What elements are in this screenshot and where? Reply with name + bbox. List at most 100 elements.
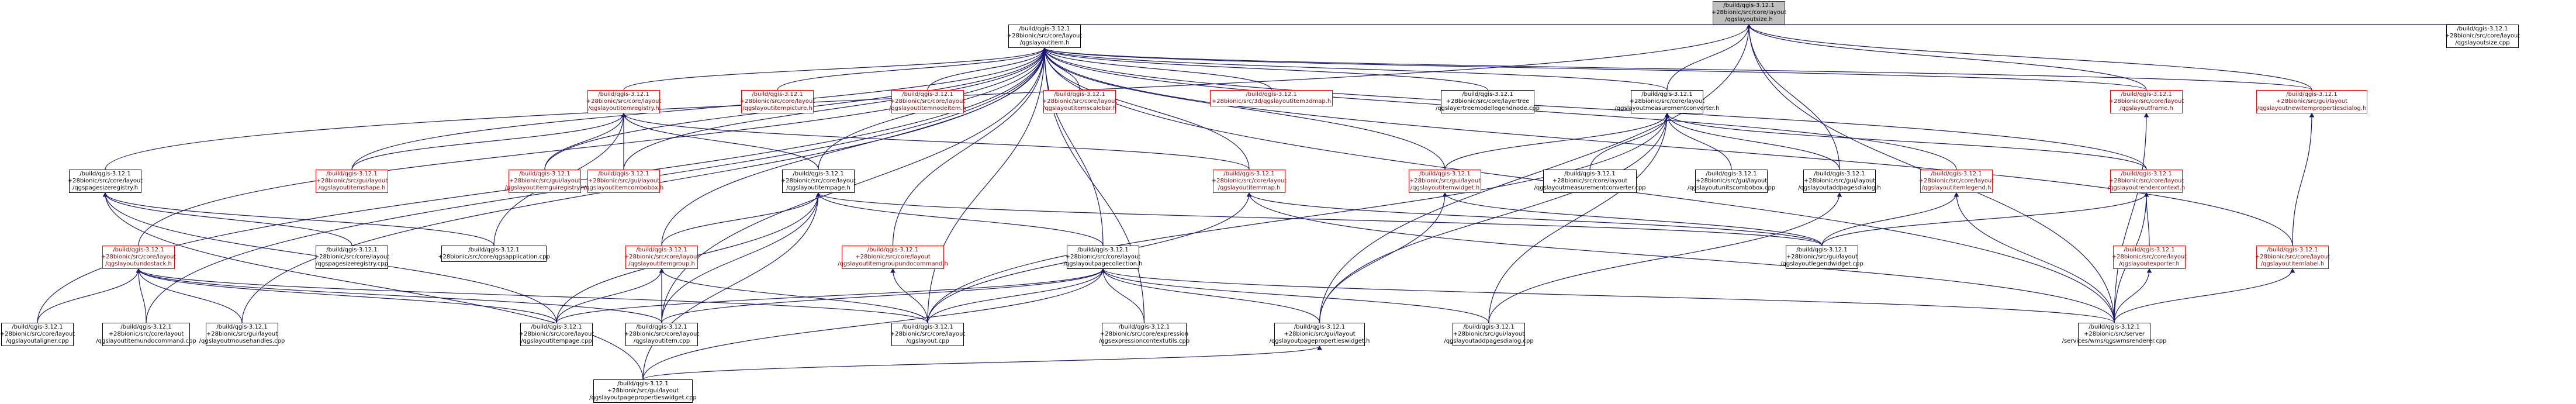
node-qgslayoutmeasurementconverter-cpp[interactable]: /build/qgis-3.12.1+28bionic/src/core/lay… (1534, 170, 1646, 193)
node-label-line: /build/qgis-3.12.1 (1118, 324, 1170, 330)
node-qgslayoutitemundocommand-cpp[interactable]: /build/qgis-3.12.1+28bionic/src/core/lay… (96, 323, 196, 346)
node-label-line: /build/qgis-3.12.1 (2121, 91, 2172, 98)
dependency-edge (1044, 47, 1488, 91)
node-label-line: /build/qgis-3.12.1 (2124, 247, 2175, 253)
node-qgslayoutitempage-h[interactable]: /build/qgis-3.12.1+28bionic/src/core/lay… (781, 170, 856, 193)
node-qgslayoutmeasurementconverter-h[interactable]: /build/qgis-3.12.1+28bionic/src/core/lay… (1614, 90, 1720, 113)
dependency-edge (623, 47, 1045, 170)
node-label-line: +28bionic/src/core/layout (101, 254, 177, 260)
node-qgslayoutunitscombobox-cpp[interactable]: /build/qgis-3.12.1+28bionic/src/gui/layo… (1688, 170, 1775, 193)
node-label-line: +28bionic/src/core/layout (855, 254, 931, 260)
node-qgslayoutpagepropertieswidget-cpp[interactable]: /build/qgis-3.12.1+28bionic/src/gui/layo… (589, 379, 697, 403)
edge-arrowhead (1837, 192, 1842, 197)
node-qgslayertreemodellegendnode-cpp[interactable]: /build/qgis-3.12.1+28bionic/src/core/lay… (1436, 90, 1540, 113)
dependency-edge (661, 47, 1045, 246)
node-qgspagesizeregistry-cpp[interactable]: /build/qgis-3.12.1+28bionic/src/core/lay… (314, 246, 389, 269)
node-qgslayoutnewitempropertiesdialog-h[interactable]: /build/qgis-3.12.1+28bionic/src/gui/layo… (2256, 90, 2367, 113)
node-qgslayoutitem-h[interactable]: /build/qgis-3.12.1+28bionic/src/core/lay… (1007, 25, 1082, 48)
node-qgslayoutitemmap-h[interactable]: /build/qgis-3.12.1+28bionic/src/core/lay… (1211, 170, 1287, 193)
node-label-line: +28bionic/src/gui/layout (1453, 331, 1525, 337)
dependency-edge (1044, 47, 2312, 91)
node-qgslayoutlegendwidget-cpp[interactable]: /build/qgis-3.12.1+28bionic/src/gui/layo… (1780, 246, 1863, 269)
node-label-line: /build/qgis-3.12.1 (12, 324, 63, 330)
node-label-line: /qgslayout.cpp (906, 338, 949, 344)
edge-arrowhead (1317, 346, 1322, 350)
node-qgslayoutitemlabel-h[interactable]: /build/qgis-3.12.1+28bionic/src/core/lay… (2255, 246, 2330, 269)
dependency-edge (2292, 113, 2312, 246)
node-label-line: +28bionic/src/core/qgsapplication.cpp (438, 254, 550, 260)
node-label-line: /qgslayoutitemnodeitem.h (888, 105, 967, 112)
node-qgslayoutitempicture-h[interactable]: /build/qgis-3.12.1+28bionic/src/core/lay… (740, 90, 815, 113)
node-qgslayoutitemgroup-h[interactable]: /build/qgis-3.12.1+28bionic/src/core/lay… (624, 246, 699, 269)
node-qgslayoutitemcombobox-h[interactable]: /build/qgis-3.12.1+28bionic/src/gui/layo… (584, 170, 663, 193)
node-qgslayoutrendercontext-h[interactable]: /build/qgis-3.12.1+28bionic/src/core/lay… (2108, 170, 2185, 193)
dependency-edge (1249, 192, 2115, 323)
dependency-edge (661, 192, 819, 246)
node-qgslayoutundostack-h[interactable]: /build/qgis-3.12.1+28bionic/src/core/lay… (101, 246, 177, 269)
node-label-line: +28bionic/src/core/layout (1065, 254, 1141, 260)
node-qgslayoutitemscalebar-h[interactable]: /build/qgis-3.12.1+28bionic/src/core/lay… (1042, 90, 1118, 113)
node-label-line: /build/qgis-3.12.1 (1706, 171, 1757, 177)
node-qgslayoutpagepropertieswidget-h[interactable]: /build/qgis-3.12.1+28bionic/src/gui/layo… (1270, 323, 1370, 346)
node-qgslayoutitemnodeitem-h[interactable]: /build/qgis-3.12.1+28bionic/src/core/lay… (888, 90, 967, 113)
node-qgslayoutitem-cpp[interactable]: /build/qgis-3.12.1+28bionic/src/core/lay… (624, 323, 699, 346)
node-label-line: +28bionic/src/core/layout (1042, 98, 1118, 105)
dependency-edge (623, 113, 819, 170)
edge-arrowhead (1664, 113, 1670, 118)
node-qgslayoutsize-cpp[interactable]: /build/qgis-3.12.1+28bionic/src/core/lay… (2445, 25, 2520, 48)
node-label-line: +28bionic/src/gui/layout (316, 178, 388, 184)
node-qgslayoutitemgroupundocommand-h[interactable]: /build/qgis-3.12.1+28bionic/src/core/lay… (838, 246, 948, 269)
node-services-wms-qgswmsrenderer-cpp[interactable]: /build/qgis-3.12.1+28bionic/src/server/s… (2062, 323, 2166, 346)
node-qgslayoutitemlegend-h[interactable]: /build/qgis-3.12.1+28bionic/src/core/lay… (1918, 170, 1994, 193)
node-qgslayoutexporter-h[interactable]: /build/qgis-3.12.1+28bionic/src/core/lay… (2112, 246, 2187, 269)
dependency-edge (623, 113, 1250, 170)
node-label-line: /qgslayoutitemlabel.h (2260, 261, 2325, 267)
node-qgslayoutaligner-cpp[interactable]: /build/qgis-3.12.1+28bionic/src/core/lay… (0, 323, 75, 346)
node-label-line: /qgslayoutitemlegend.h (1921, 185, 1991, 191)
dependency-edge (1821, 192, 1957, 246)
node-qgslayoutitemregistry-h[interactable]: /build/qgis-3.12.1+28bionic/src/core/lay… (586, 90, 661, 113)
node--28bionic-src-3d-qgslayoutitem3dmap-h[interactable]: /build/qgis-3.12.1+28bionic/src/3d/qgsla… (1210, 90, 1333, 106)
node-qgslayoutitempage-cpp[interactable]: /build/qgis-3.12.1+28bionic/src/core/lay… (519, 323, 594, 346)
node-label-line: /qgslayoutnewitempropertiesdialog.h (2257, 105, 2367, 112)
node-label-line: +28bionic/src/gui/layout (1786, 254, 1858, 260)
node-label-line: +28bionic/src/core/layout (1629, 98, 1705, 105)
node-label-line: /build/qgis-3.12.1 (752, 91, 803, 98)
dependency-edge (2146, 192, 2150, 246)
dependency-edge (105, 192, 644, 380)
node-label-line: +28bionic/src/gui/layout (1803, 178, 1876, 184)
dependency-edge (1666, 24, 1749, 91)
node-label-line: /qgslayoutitemwidget.h (1410, 185, 1480, 191)
node-label-line: /build/qgis-3.12.1 (326, 171, 378, 177)
node-qgslayoutmousehandles-cpp[interactable]: /build/qgis-3.12.1+28bionic/src/gui/layo… (199, 323, 285, 346)
dependency-edge (1044, 47, 1446, 170)
node-label-line: +28bionic/src/core/layout (1211, 178, 1287, 184)
node-qgslayoutaddpagesdialog-h[interactable]: /build/qgis-3.12.1+28bionic/src/gui/layo… (1798, 170, 1881, 193)
node-qgsexpressioncontextutils-cpp[interactable]: /build/qgis-3.12.1+28bionic/src/core/exp… (1098, 323, 1190, 346)
node-label-line: /qgsexpressioncontextutils.cpp (1098, 338, 1190, 344)
node-qgslayoutaddpagesdialog-cpp[interactable]: /build/qgis-3.12.1+28bionic/src/gui/layo… (1444, 323, 1534, 346)
node-qgslayoutitemshape-h[interactable]: /build/qgis-3.12.1+28bionic/src/gui/layo… (316, 170, 388, 193)
node-label-line: +28bionic/src/core/layout (1918, 178, 1994, 184)
node-qgslayoutitemguiregistry-h[interactable]: /build/qgis-3.12.1+28bionic/src/gui/layo… (505, 170, 585, 193)
dependency-edge (1821, 192, 2147, 246)
dependency-edge (777, 47, 1045, 91)
node-qgslayout-cpp[interactable]: /build/qgis-3.12.1+28bionic/src/core/lay… (890, 323, 965, 346)
node-label-line: /build/qgis-3.12.1 (1019, 26, 1070, 32)
dependency-edge (927, 47, 1045, 91)
edge-arrowhead (815, 192, 821, 197)
node-label-line: /qgslayoutsize.cpp (2455, 40, 2510, 46)
node--28bionic-src-core-qgsapplication-cpp[interactable]: /build/qgis-3.12.1+28bionic/src/core/qgs… (438, 246, 550, 262)
dependency-edge (1444, 192, 1823, 246)
node-qgslayoutitemwidget-h[interactable]: /build/qgis-3.12.1+28bionic/src/gui/layo… (1409, 170, 1481, 193)
edge-arrowhead (102, 192, 108, 197)
edge-arrowhead (2146, 268, 2152, 273)
node-qgslayoutframe-h[interactable]: /build/qgis-3.12.1+28bionic/src/core/lay… (2109, 90, 2184, 113)
dependency-edge (105, 192, 352, 246)
node-label-line: /build/qgis-3.12.1 (902, 324, 953, 330)
node-label-line: /qgslayoutaligner.cpp (6, 338, 69, 344)
dependency-edge (1044, 47, 2147, 170)
node-qgspagesizeregistry-h[interactable]: /build/qgis-3.12.1+28bionic/src/core/lay… (68, 170, 143, 193)
node-qgslayoutpagecollection-h[interactable]: /build/qgis-3.12.1+28bionic/src/core/lay… (1064, 246, 1142, 269)
